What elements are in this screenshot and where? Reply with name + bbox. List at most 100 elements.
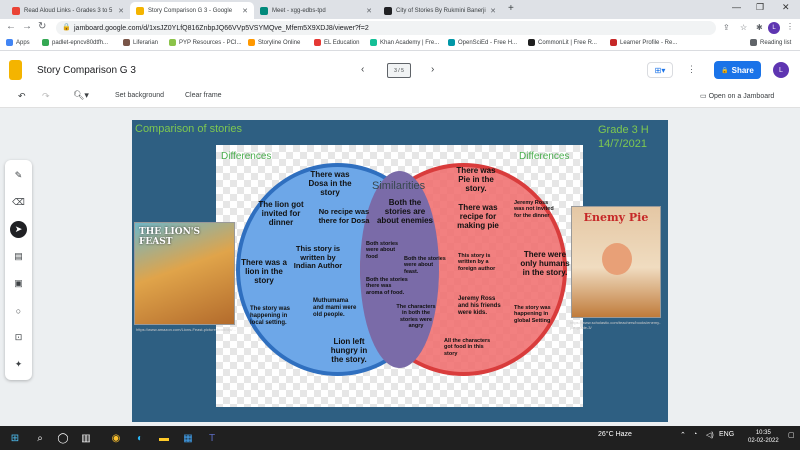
weather-widget[interactable]: 26°C Haze bbox=[598, 431, 632, 438]
clear-frame-button[interactable]: Clear frame bbox=[185, 92, 222, 99]
taskbar bbox=[0, 426, 800, 450]
note-left-8: Lion left hungry in the story. bbox=[330, 337, 368, 365]
address-bar[interactable]: 🔒 jamboard.google.com/d/1xsJZ0YLfQ816Znb… bbox=[56, 21, 716, 35]
eraser-icon[interactable]: ⌫ bbox=[12, 197, 25, 207]
circle-icon[interactable]: ○ bbox=[15, 305, 22, 316]
book-cover-enemy-pie[interactable]: Enemy Pie bbox=[571, 206, 661, 318]
laser-icon[interactable]: ✦ bbox=[14, 359, 23, 369]
volume-icon[interactable]: ◁) bbox=[706, 432, 714, 439]
tab-read-aloud[interactable]: Read Aloud Links - Grades 3 to 5 ✕ bbox=[6, 2, 130, 19]
browser-menu-icon[interactable]: ⋮ bbox=[786, 22, 794, 31]
add-to-drive-button[interactable]: ⊞▾ bbox=[647, 62, 673, 78]
bookmarks-bar bbox=[0, 37, 800, 51]
board-title: Comparison of stories bbox=[135, 123, 242, 135]
set-background-button[interactable]: Set background bbox=[115, 92, 165, 99]
venn-overlap bbox=[360, 171, 439, 368]
next-frame-icon[interactable]: › bbox=[431, 64, 435, 75]
close-icon[interactable]: ✕ bbox=[118, 7, 124, 15]
jamboard-logo bbox=[9, 60, 22, 80]
book-caption-left: https://www.amazon.com/Lions-Feast-pictu… bbox=[136, 327, 236, 332]
forward-icon[interactable]: → bbox=[22, 21, 32, 32]
gmail-icon bbox=[12, 6, 20, 15]
language-indicator[interactable]: ENG bbox=[719, 431, 735, 438]
share-page-icon[interactable]: ⇪ bbox=[723, 23, 730, 32]
tab-meet[interactable]: Meet - xgg-edbs-tpd ✕ bbox=[254, 2, 378, 19]
tab-story-comparison[interactable]: Story Comparison G 3 - Google ✕ bbox=[130, 2, 254, 19]
share-button[interactable]: 🔒Share bbox=[714, 61, 761, 79]
open-on-jamboard-button[interactable]: ▭ Open on a Jamboard bbox=[700, 93, 775, 100]
bookmark-star-icon[interactable]: ☆ bbox=[740, 23, 748, 32]
edge-icon[interactable]: ◐ bbox=[136, 432, 144, 444]
note-mid-4: Both the stories there was aroma of food… bbox=[366, 277, 408, 296]
reload-icon[interactable]: ↻ bbox=[38, 21, 47, 32]
task-view-icon[interactable]: ◯ bbox=[57, 432, 69, 444]
extensions-icon[interactable]: ✱ bbox=[756, 23, 763, 32]
new-tab-button[interactable]: + bbox=[508, 3, 514, 14]
sticky-note-icon[interactable]: ▤ bbox=[14, 251, 23, 261]
book-title-right: Enemy Pie bbox=[583, 211, 649, 224]
browser-profile-avatar[interactable]: L bbox=[768, 22, 780, 34]
back-icon[interactable]: ← bbox=[6, 21, 16, 32]
teams-icon[interactable]: T bbox=[208, 432, 216, 444]
book-caption-right: https://www.scholastic.com/teachers/book… bbox=[570, 320, 661, 330]
tray-arrow-icon[interactable]: ⌃ bbox=[680, 432, 686, 439]
bookmark-el-education[interactable]: EL Education bbox=[314, 39, 359, 46]
jam-title[interactable]: Story Comparison G 3 bbox=[37, 65, 136, 76]
tab-city-of-stories[interactable]: City of Stories By Rukmini Banerji ✕ bbox=[378, 2, 502, 19]
restore-icon[interactable]: ❐ bbox=[756, 2, 765, 12]
note-right-2: There was recipe for making pie bbox=[457, 203, 499, 231]
bookmark-liferarian[interactable]: Liferarian bbox=[123, 39, 158, 46]
jam-avatar[interactable]: L bbox=[773, 62, 789, 78]
note-right-8: All the characters got food in this stor… bbox=[444, 338, 491, 357]
note-left-4: There was a lion in the story bbox=[241, 258, 287, 286]
bookmark-apps[interactable]: Apps bbox=[6, 39, 30, 46]
image-icon[interactable]: ▣ bbox=[14, 278, 23, 288]
bookmark-padlet[interactable]: padlet-epncv80dtfh... bbox=[42, 39, 108, 46]
device-icon: ▭ bbox=[700, 93, 709, 100]
select-icon[interactable]: ➤ bbox=[10, 221, 27, 238]
bookmark-learner-profile[interactable]: Learner Profile - Re... bbox=[610, 39, 677, 46]
network-icon[interactable]: ◔ bbox=[693, 431, 698, 438]
bookmark-opensciEd[interactable]: OpenSciEd - Free H... bbox=[448, 39, 517, 46]
windows-start-icon[interactable]: ⊞ bbox=[10, 432, 20, 444]
close-icon[interactable]: ✕ bbox=[242, 7, 248, 15]
undo-icon[interactable]: ↶ bbox=[18, 91, 26, 101]
bookmark-storyline[interactable]: Storyline Online bbox=[248, 39, 300, 46]
note-mid-2: Both stories were about food bbox=[366, 241, 399, 260]
note-right-4: This story is written by a foreign autho… bbox=[458, 253, 496, 272]
minimize-icon[interactable]: — bbox=[732, 2, 741, 12]
zoom-icon[interactable]: 🔍︎▾ bbox=[73, 90, 89, 100]
more-options-icon[interactable]: ⋮ bbox=[687, 64, 696, 74]
close-window-icon[interactable]: ✕ bbox=[782, 2, 790, 12]
chrome-icon[interactable]: ◉ bbox=[111, 432, 121, 444]
close-icon[interactable]: ✕ bbox=[366, 7, 372, 15]
book-cover-lions-feast[interactable]: THE LION'S FEAST bbox=[134, 222, 235, 325]
prev-frame-icon[interactable]: ‹ bbox=[361, 64, 365, 75]
file-explorer-icon[interactable]: ▥ bbox=[81, 432, 91, 444]
notifications-icon[interactable]: ▢ bbox=[788, 432, 795, 439]
note-left-5: This story is written by Indian Author bbox=[293, 244, 343, 271]
redo-icon[interactable]: ↷ bbox=[42, 91, 50, 101]
note-right-1: There was Pie in the story. bbox=[456, 166, 496, 194]
close-icon[interactable]: ✕ bbox=[490, 7, 496, 15]
note-left-1: There was Dosa in the story bbox=[308, 170, 352, 198]
book-title-left: THE LION'S FEAST bbox=[139, 227, 201, 247]
frame-indicator[interactable]: 3 / 5 bbox=[387, 63, 411, 78]
pen-icon[interactable]: ✎ bbox=[14, 170, 23, 180]
reading-list[interactable]: Reading list bbox=[750, 39, 791, 46]
search-icon[interactable]: ⌕ bbox=[37, 432, 43, 444]
bookmark-pyp[interactable]: PYP Resources - PCI... bbox=[169, 39, 242, 46]
note-left-2: The lion got invited for dinner bbox=[258, 200, 304, 228]
page-icon bbox=[384, 6, 392, 15]
bookmark-commonlit[interactable]: CommonLit | Free R... bbox=[528, 39, 597, 46]
folder-icon[interactable]: ▬ bbox=[159, 432, 169, 444]
store-icon[interactable]: ▦ bbox=[183, 432, 193, 444]
note-mid-5: The characters in both the stories were … bbox=[396, 304, 436, 329]
bookmark-khan[interactable]: Khan Academy | Fre... bbox=[370, 39, 439, 46]
note-right-3: Jeremy Ross was not invited for the dinn… bbox=[514, 200, 554, 219]
lock-icon: 🔒 bbox=[721, 67, 729, 74]
text-box-icon[interactable]: ⊡ bbox=[14, 332, 23, 342]
meet-icon bbox=[260, 6, 268, 15]
